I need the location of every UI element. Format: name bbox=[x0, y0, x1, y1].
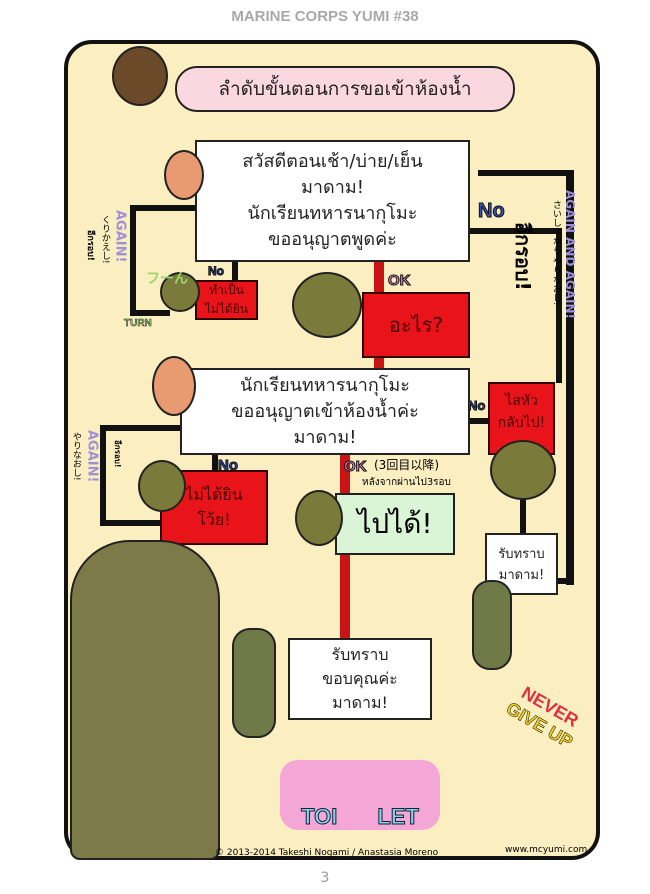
response-line: โว้ย! bbox=[197, 509, 231, 529]
flow-step-request: นักเรียนทหารนากุโมะขออนุญาตเข้าห้องน้ำค่… bbox=[180, 368, 470, 455]
arrow-line bbox=[130, 205, 136, 315]
arrow-line bbox=[566, 170, 574, 585]
arrow-line bbox=[130, 205, 195, 211]
again-thai: อีกรอบ! bbox=[84, 230, 95, 261]
response-line: ไม่ได้ยิน bbox=[204, 302, 248, 316]
response-not-hear: ไม่ได้ยินโว้ย! bbox=[160, 470, 268, 545]
toilet-word: LET bbox=[377, 804, 420, 830]
title-banner: ลำดับขั้นตอนการขอเข้าห้องน้ำ bbox=[175, 66, 515, 112]
ok-label: OK bbox=[388, 272, 411, 290]
step-line: มาดาม! bbox=[301, 177, 364, 198]
step-line: ขออนุญาตพูดค่ะ bbox=[268, 229, 397, 250]
thanks-line: ขอบคุณค่ะ bbox=[322, 669, 398, 688]
nagumo-face bbox=[164, 150, 204, 200]
response-ignore: ทำเป็นไม่ได้ยิน bbox=[195, 280, 258, 320]
step-line: นักเรียนทหารนากุโมะ bbox=[240, 374, 410, 396]
drill-instructor-face bbox=[295, 490, 343, 546]
arrow-line bbox=[130, 310, 170, 316]
site-link[interactable]: www.mcyumi.com bbox=[505, 845, 588, 855]
no-label: No bbox=[208, 264, 225, 279]
drill-instructor-face bbox=[292, 272, 362, 338]
arrow-line bbox=[374, 358, 384, 370]
nagumo-running bbox=[232, 628, 276, 738]
yumi-character bbox=[70, 540, 220, 860]
again-jp: やりなおし! bbox=[70, 432, 81, 481]
again-thai: อีกรอบ! bbox=[112, 440, 122, 468]
no-label: No bbox=[478, 200, 506, 223]
step-line: มาดาม! bbox=[293, 426, 357, 448]
toilet-sign: TOI LET bbox=[280, 760, 440, 830]
response-what: อะไร? bbox=[362, 292, 470, 358]
response-line: ไม่ได้ยิน bbox=[185, 484, 243, 504]
response-go: ไปได้! bbox=[335, 493, 455, 555]
again-label: AGAIN! bbox=[112, 210, 128, 263]
page-number: 3 bbox=[320, 870, 330, 886]
ok-note-thai: หลังจากผ่านไป3รอบ bbox=[362, 477, 451, 488]
response-line: อะไร? bbox=[388, 313, 444, 337]
thanks-line: รับทราบ bbox=[331, 645, 389, 664]
arrow-line bbox=[100, 425, 180, 431]
arrow-line bbox=[470, 228, 560, 234]
again-jp: くりかえし! bbox=[99, 215, 110, 264]
ack-line: รับทราบ bbox=[498, 547, 545, 562]
comic-title: MARINE CORPS YUMI #38 bbox=[231, 8, 419, 25]
arrow-line bbox=[212, 455, 218, 473]
arrow-line bbox=[470, 418, 488, 424]
character-avatar bbox=[112, 46, 168, 106]
ok-label: OK bbox=[344, 458, 367, 476]
arrow-line bbox=[100, 520, 160, 526]
drill-instructor-face bbox=[160, 272, 200, 312]
again-label: AGAIN! bbox=[84, 430, 100, 483]
response-line: กลับไป! bbox=[497, 415, 546, 431]
toilet-word: TOI bbox=[301, 804, 338, 830]
turn-label: TURN bbox=[124, 318, 152, 330]
nagumo-face bbox=[152, 356, 196, 416]
arrow-line bbox=[232, 262, 238, 282]
copyright: © 2013-2014 Takeshi Nogami / Anastasia M… bbox=[215, 848, 439, 858]
drill-instructor-face bbox=[138, 460, 186, 512]
response-line: ทำเป็น bbox=[209, 283, 244, 297]
arrow-line bbox=[555, 578, 574, 584]
step-line: ขออนุญาตเข้าห้องน้ำค่ะ bbox=[231, 400, 419, 422]
nagumo-running bbox=[472, 580, 512, 670]
arrow-line bbox=[374, 262, 384, 294]
drill-instructor-face bbox=[490, 440, 556, 500]
again-and-again-label: AGAIN AND AGAIN! bbox=[563, 190, 578, 319]
arrow-line bbox=[100, 425, 106, 525]
thanks-box: รับทราบขอบคุณค่ะมาดาม! bbox=[288, 638, 432, 720]
title-text: ลำดับขั้นตอนการขอเข้าห้องน้ำ bbox=[218, 78, 472, 100]
response-line: ไสหัว bbox=[505, 393, 538, 409]
again-and-again-jp: さいしょから やりなおし! bbox=[550, 200, 561, 306]
step-line: นักเรียนทหารนากุโมะ bbox=[247, 203, 418, 224]
step-line: สวัสดีตอนเช้า/บ่าย/เย็น bbox=[242, 151, 423, 172]
arrow-line bbox=[556, 228, 562, 383]
flow-step-greeting: สวัสดีตอนเช้า/บ่าย/เย็นมาดาม! นักเรียนทหา… bbox=[195, 140, 470, 262]
no-label: No bbox=[218, 457, 239, 475]
no-label: No bbox=[467, 398, 486, 414]
ack-line: มาดาม! bbox=[498, 568, 545, 583]
thanks-line: มาดาม! bbox=[332, 693, 388, 712]
arrow-line bbox=[478, 170, 574, 176]
turn-sfx: フーん bbox=[146, 270, 188, 286]
response-line: ไปได้! bbox=[357, 507, 433, 540]
ok-note: (3回目以降) bbox=[374, 458, 439, 472]
again-thai-big: อีกรอบ! bbox=[511, 222, 535, 291]
